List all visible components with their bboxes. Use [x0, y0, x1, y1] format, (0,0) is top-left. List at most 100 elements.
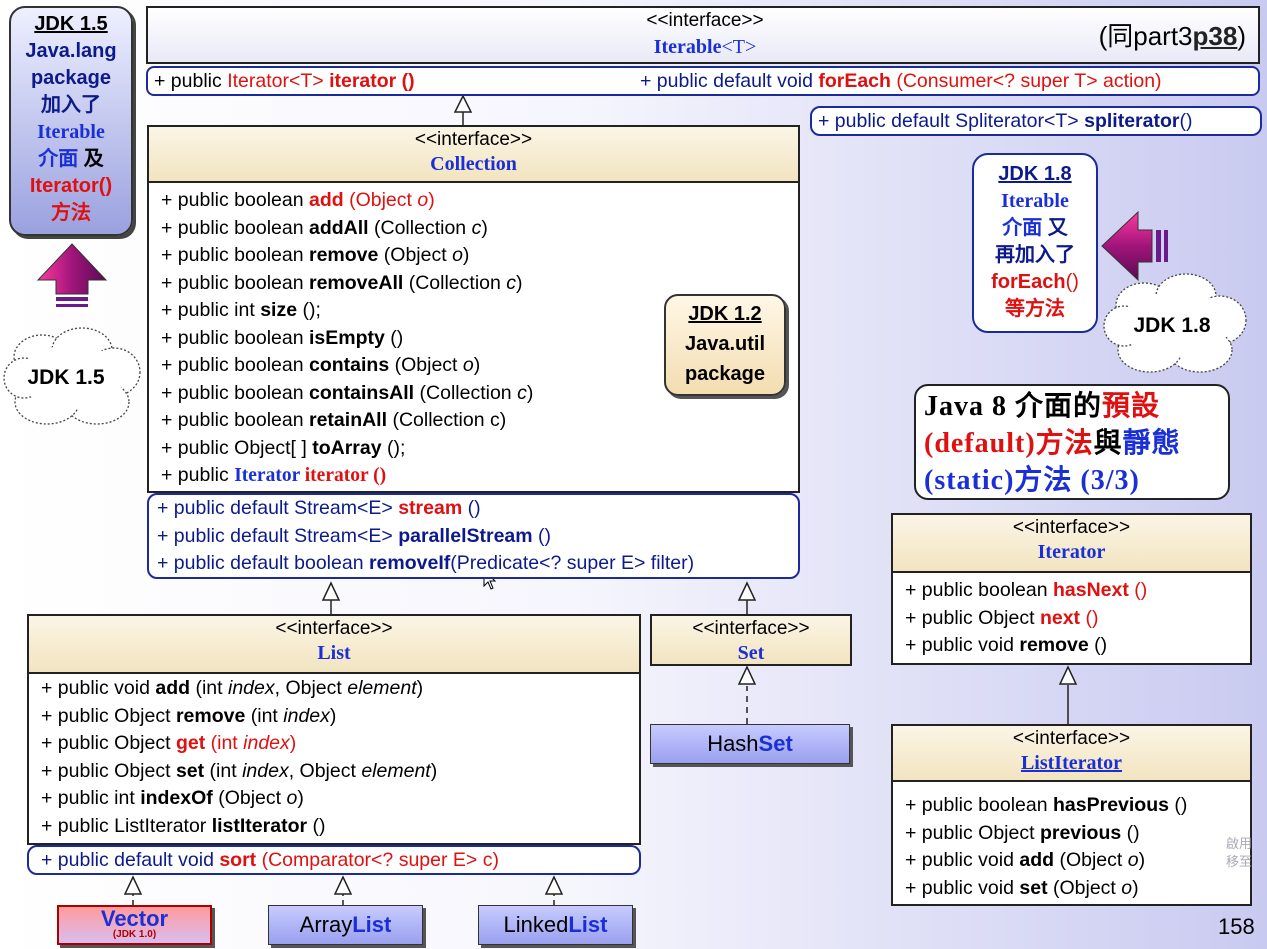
jdk18-again-word: 又 — [1042, 217, 1068, 239]
collection-method-row: + public boolean removeAll (Collection c… — [149, 270, 798, 298]
hashset-class: HashSet — [650, 724, 850, 764]
collection-name: Collection — [430, 153, 517, 175]
iterator-name: Iterator — [1037, 541, 1106, 563]
reference-suffix: ) — [1237, 21, 1246, 51]
iterable-spliterator-method: + public default Spliterator<T> splitera… — [810, 106, 1262, 136]
list-method-row: + public Object remove (int index) — [29, 703, 639, 731]
method-prefix: + public void — [905, 634, 1020, 656]
jdk18-foreach-name: forEach — [991, 271, 1066, 293]
collection-method-row: + public boolean addAll (Collection c) — [149, 215, 798, 243]
jdk18-interface-word: 介面 — [1002, 217, 1043, 239]
collection-method-row: + public Object[ ] toArray (); — [149, 435, 798, 463]
headline-static-keyword: static — [934, 465, 1005, 496]
method-prefix: + public boolean — [161, 354, 309, 376]
collection-iterator-method: + public Iterator iterator () — [149, 462, 798, 490]
method-name: remove — [309, 244, 379, 266]
method-arg: o — [462, 354, 474, 376]
reference-page-link[interactable]: p38 — [1192, 21, 1238, 51]
method-prefix: + public Object — [41, 732, 176, 754]
method-args: () — [462, 497, 481, 519]
method-prefix: + public Object[ ] — [161, 436, 313, 459]
iterator-interface: <<interface>> Iterator + public boolean … — [891, 513, 1252, 665]
vector-class: Vector (JDK 1.0) — [57, 905, 212, 945]
method-args-end: ) — [481, 216, 488, 239]
method-prefix: + public boolean — [161, 326, 309, 349]
activation-watermark: 啟用 移至 — [1226, 835, 1252, 871]
method-name: indexOf — [140, 787, 213, 809]
method-name: addAll — [309, 216, 369, 239]
method-name: size — [260, 299, 298, 321]
set-interface: <<interface>> Set — [650, 614, 852, 666]
method-name: hasPrevious — [1053, 794, 1169, 816]
class-name-prefix: Hash — [707, 731, 759, 756]
jdk12-package-label: package — [684, 363, 766, 385]
method-args: (Collection c) — [387, 409, 507, 431]
method-name: add — [309, 189, 344, 211]
method-args: () — [1121, 821, 1140, 844]
method-name: containsAll — [309, 381, 415, 404]
method-arg: c — [506, 271, 517, 294]
method-name: next — [1039, 606, 1081, 629]
method-args: (); — [381, 436, 406, 459]
iterable-iterator-method: + public Iterator<T> iterator () — [154, 68, 415, 94]
up-arrow-icon — [36, 243, 108, 307]
iterator-method-row: + public Object next () — [893, 605, 1250, 633]
method-args: () — [1128, 579, 1148, 601]
method-prefix: + public default Stream<E> — [157, 524, 399, 547]
list-stereotype: <<interface>> — [275, 618, 393, 639]
class-name-main: List — [352, 912, 392, 937]
method-name: isEmpty — [309, 326, 385, 349]
method-name: iterator () — [329, 70, 415, 92]
method-name: spliterator — [1084, 110, 1180, 132]
method-args-end: ) — [428, 189, 435, 211]
list-sort-method: + public default void sort (Comparator<?… — [27, 845, 641, 875]
headline-part: ( — [924, 428, 935, 459]
jdk18-foreach: forEach() — [974, 269, 1096, 296]
list-method-row: + public void add (int index, Object ele… — [29, 675, 639, 703]
method-args: (Collection — [403, 271, 507, 294]
collection-default-method-row: + public default boolean removeIf(Predic… — [157, 550, 790, 578]
collection-stereotype: <<interface>> — [414, 129, 533, 150]
left-arrow-icon — [1101, 210, 1168, 282]
jdk18-added-label: 再加入了 — [995, 244, 1075, 266]
method-arg: o — [1121, 876, 1133, 899]
vector-name: Vector — [100, 906, 169, 931]
method-prefix: + public boolean — [161, 244, 309, 266]
collection-method-row: + public boolean retainAll (Collection c… — [149, 407, 798, 435]
iterator-method-row: + public void remove () — [893, 632, 1250, 660]
collection-method-row: + public boolean contains (Object o) — [149, 352, 798, 380]
iterator-stereotype: <<interface>> — [1012, 517, 1131, 538]
method-args-end: ) — [416, 677, 424, 699]
method-arg: index — [243, 732, 290, 754]
cloud-jdk18: JDK 1.8 — [1103, 273, 1247, 373]
method-arg: index — [283, 704, 330, 727]
headline-box: Java 8 介面的預設 (default)方法與靜態 (static)方法 (… — [914, 384, 1230, 500]
headline-part: 與 — [1093, 428, 1123, 459]
method-args: (Object — [212, 787, 287, 809]
method-prefix: + public boolean — [161, 189, 309, 211]
method-args-end: ) — [430, 759, 438, 782]
part3-reference: (同part3p38) — [1099, 16, 1246, 53]
method-args: (Object — [1047, 876, 1122, 899]
cloud-jdk18-label: JDK 1.8 — [1133, 314, 1210, 337]
jdk15-version: JDK 1.5 — [34, 13, 108, 35]
jdk12-note: JDK 1.2 Java.util package — [664, 294, 786, 396]
class-name-main: List — [568, 912, 608, 937]
jdk15-iterator-method: Iterator() — [29, 175, 113, 197]
method-args: (int — [245, 704, 284, 727]
method-args: (Collection — [414, 381, 518, 404]
list-method-row: + public Object set (int index, Object e… — [29, 758, 639, 786]
method-prefix: + public boolean — [161, 271, 309, 294]
method-args: () — [384, 326, 404, 349]
cloud-jdk15-label: JDK 1.5 — [27, 366, 104, 389]
method-prefix: + public default boolean — [157, 552, 369, 574]
method-args: (Object — [343, 189, 418, 211]
method-prefix: + public Object — [905, 821, 1040, 844]
method-args-end: ) — [289, 732, 297, 754]
collection-default-method-row: + public default Stream<E> parallelStrea… — [157, 523, 790, 551]
iterable-interface: <<interface>> Iterable<T> (同part3p38) — [146, 6, 1260, 64]
method-prefix: + public boolean — [161, 381, 309, 404]
method-prefix: + public default Stream<E> — [157, 497, 399, 519]
method-args: , Object — [274, 677, 348, 699]
